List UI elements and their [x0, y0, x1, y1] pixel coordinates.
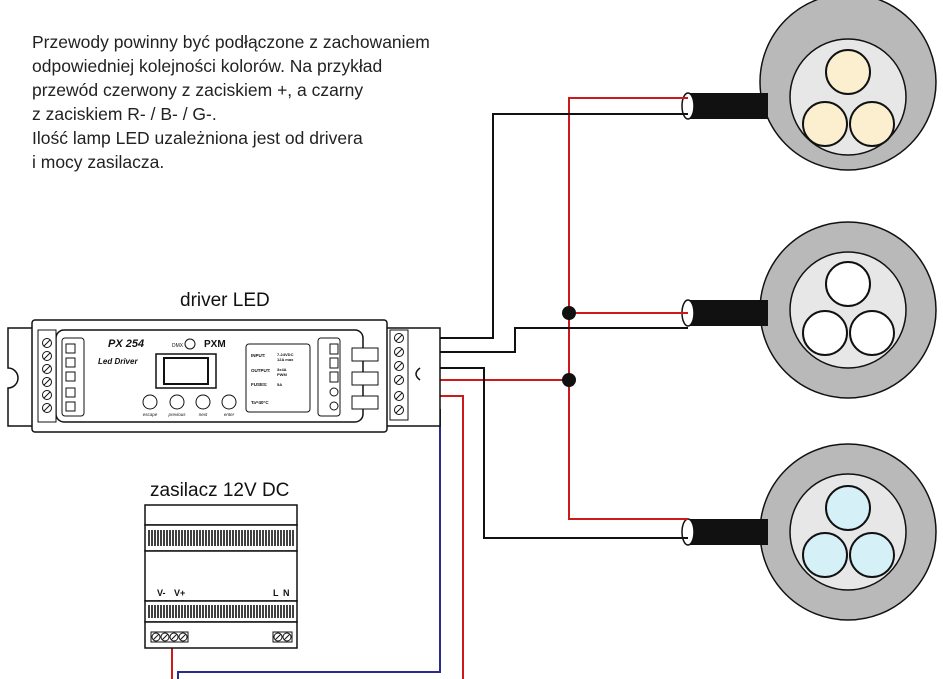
- lamp-2: [759, 221, 937, 399]
- right-screws: [394, 333, 404, 415]
- lamp-led: [849, 310, 895, 356]
- driver-model: PX 254: [108, 338, 144, 350]
- psu-terminal-l: L: [273, 588, 279, 598]
- lamp-cables: [681, 92, 768, 546]
- dmx-led-indicator: [184, 338, 196, 350]
- description-text: Przewody powinny być podłączone z zachow…: [32, 30, 492, 174]
- enter-button-label: enter: [224, 412, 235, 417]
- spec-input-key: INPUT:: [251, 353, 266, 358]
- spec-fuse-key: FUSES:: [251, 382, 268, 387]
- lamp-led: [825, 485, 871, 531]
- output-block: [351, 395, 379, 410]
- driver-dmx-label: DMX: [172, 343, 184, 349]
- escape-button-label: escape: [143, 412, 158, 417]
- psu-terminal-n: N: [283, 588, 290, 598]
- psu-terminal-vminus: V-: [157, 588, 166, 598]
- lamp-led: [802, 532, 848, 578]
- driver-buttons: escape previous next enter: [142, 394, 237, 417]
- lamp-3: [759, 443, 937, 621]
- next-button-label: next: [199, 412, 208, 417]
- escape-button: [142, 394, 158, 410]
- lamp-led: [825, 261, 871, 307]
- output-block: [351, 371, 379, 386]
- left-terminal-block: [37, 329, 57, 423]
- previous-button-label: previous: [167, 412, 186, 417]
- driver-label: driver LED: [180, 290, 270, 311]
- driver-spec-box: [245, 343, 311, 413]
- description-line: odpowiedniej kolejności kolorów. Na przy…: [32, 56, 383, 76]
- driver-subtitle: Led Driver: [98, 357, 138, 366]
- psu-screws: [151, 632, 292, 642]
- psu-terminal-vplus: V+: [174, 588, 185, 598]
- enter-button: [221, 394, 237, 410]
- red-wire-psu: [408, 395, 464, 679]
- lamp-led: [802, 101, 848, 147]
- spec-output-value: 3x4A: [277, 367, 287, 372]
- description-line: z zaciskiem R- / B- / G-.: [32, 104, 217, 124]
- spec-input-value: 7-24VDC: [277, 352, 294, 357]
- next-button: [195, 394, 211, 410]
- spec-input-value-2: 12A max: [277, 357, 294, 362]
- spec-output-value-2: PWM: [277, 372, 287, 377]
- spec-output-key: OUTPUT:: [251, 368, 271, 373]
- power-supply-label: zasilacz 12V DC: [150, 480, 290, 501]
- junction-dot: [562, 373, 576, 387]
- black-wire-lamp2: [408, 327, 688, 353]
- power-supply: V- V+ L N: [144, 504, 298, 649]
- cable-3: [688, 519, 768, 545]
- left-screws: [42, 338, 52, 413]
- lamp-led: [849, 532, 895, 578]
- junction-dot: [562, 306, 576, 320]
- black-wire-lamp1: [408, 113, 688, 339]
- previous-button: [169, 394, 185, 410]
- red-wire-bus: [568, 97, 688, 520]
- lamp-1: [759, 0, 937, 171]
- description-line: Ilość lamp LED uzależniona jest od drive…: [32, 128, 363, 148]
- driver-brand-logo: PXM: [204, 339, 226, 350]
- lamp-led: [849, 101, 895, 147]
- description-line: przewód czerwony z zaciskiem +, a czarny: [32, 80, 364, 100]
- black-wire-lamp3: [408, 367, 688, 539]
- description-line: Przewody powinny być podłączone z zachow…: [32, 32, 430, 52]
- spec-fuse-value: 5A: [277, 382, 282, 387]
- cable-2: [688, 300, 768, 326]
- spec-temperature: Ta=40°C: [251, 400, 269, 405]
- output-block: [351, 347, 379, 362]
- lamp-led: [802, 310, 848, 356]
- psu-body: [144, 550, 298, 602]
- driver-led: PX 254 Led Driver DMX PXM escape previou…: [7, 319, 441, 433]
- lamp-led: [825, 49, 871, 95]
- psu-top-cap: [144, 504, 298, 526]
- description-line: i mocy zasilacza.: [32, 152, 165, 172]
- cable-1: [688, 93, 768, 119]
